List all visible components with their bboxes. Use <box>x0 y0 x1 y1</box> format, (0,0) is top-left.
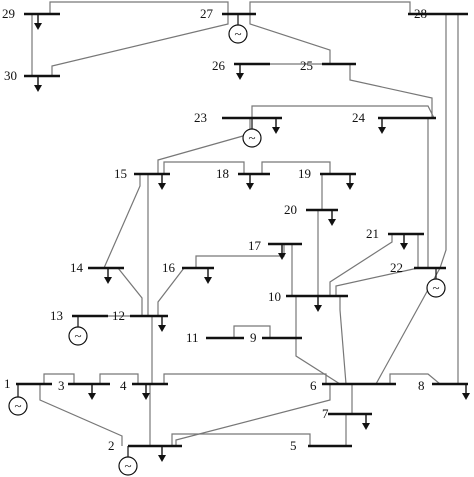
load-4-arrow-icon <box>142 393 150 400</box>
line-12-14 <box>117 267 143 316</box>
load-14-arrow-icon <box>104 277 112 284</box>
generator-27-icon <box>228 24 248 44</box>
load-26-arrow-icon <box>236 73 244 80</box>
bus-21-label: 21 <box>366 226 379 241</box>
generator-2-symbol: ~ <box>124 458 131 473</box>
line-1-3 <box>43 373 75 384</box>
load-19-arrow-icon <box>346 183 354 190</box>
line-23-24 <box>251 105 435 119</box>
bus-9-label: 9 <box>250 330 257 345</box>
load-29-arrow-icon <box>34 23 42 30</box>
bus-13-label: 13 <box>50 308 63 323</box>
bus-4-label: 4 <box>120 378 127 393</box>
line-15-18 <box>163 161 245 174</box>
load-8-arrow-icon <box>462 393 470 400</box>
line-12-16 <box>157 267 185 316</box>
bus-25-label: 25 <box>300 58 313 73</box>
line-28-27 <box>249 1 411 14</box>
generator-22-symbol: ~ <box>432 280 439 295</box>
bus-26-label: 26 <box>212 58 226 73</box>
load-18-arrow-icon <box>246 183 254 190</box>
bus-7-label: 7 <box>322 406 329 421</box>
generator-1-icon <box>8 396 28 416</box>
bus-11-label: 11 <box>186 330 199 345</box>
bus-1-label: 1 <box>4 376 11 391</box>
line-25-27 <box>249 14 331 64</box>
load-2-arrow-icon <box>158 455 166 462</box>
bus-10-label: 10 <box>268 289 281 304</box>
line-18-19 <box>261 161 331 174</box>
line-2-5 <box>171 433 311 446</box>
bus-23-label: 23 <box>194 110 207 125</box>
line-16-17 <box>195 244 285 268</box>
load-10-arrow-icon <box>314 305 322 312</box>
line-9-11 <box>233 325 271 338</box>
load-3-arrow-icon <box>88 393 96 400</box>
load-15-arrow-icon <box>158 183 166 190</box>
generator-22-icon <box>426 278 446 298</box>
line-27-29 <box>49 1 229 14</box>
line-27-30 <box>51 14 229 76</box>
bus-29-label: 29 <box>2 6 15 21</box>
line-14-15 <box>103 174 141 269</box>
load-23-arrow-icon <box>272 127 280 134</box>
line-6-10 <box>339 296 347 385</box>
load-12-arrow-icon <box>158 325 166 332</box>
bus-3-label: 3 <box>58 378 65 393</box>
bus-2-label: 2 <box>108 438 115 453</box>
line-4-6 <box>163 373 327 384</box>
bus-18-label: 18 <box>216 166 229 181</box>
load-7-arrow-icon <box>362 423 370 430</box>
line-1-2 <box>39 384 123 446</box>
bus-6-label: 6 <box>310 378 317 393</box>
bus-5-label: 5 <box>290 438 297 453</box>
load-30-arrow-icon <box>34 85 42 92</box>
bus-19-label: 19 <box>298 166 311 181</box>
line-10-22 <box>335 267 419 296</box>
bus-22-label: 22 <box>390 260 403 275</box>
bus-17-label: 17 <box>248 238 262 253</box>
generator-27-symbol: ~ <box>234 26 241 41</box>
bus-27-label: 27 <box>200 6 214 21</box>
line-24-25 <box>349 64 433 118</box>
bus-12-label: 12 <box>112 308 125 323</box>
bus-15-label: 15 <box>114 166 127 181</box>
load-21-arrow-icon <box>400 243 408 250</box>
generator-1-symbol: ~ <box>14 398 21 413</box>
bus-24-label: 24 <box>352 110 366 125</box>
load-24-arrow-icon <box>378 127 386 134</box>
line-2-6 <box>175 384 331 446</box>
load-16-arrow-icon <box>204 277 212 284</box>
bus-14-label: 14 <box>70 260 84 275</box>
generator-13-symbol: ~ <box>74 328 81 343</box>
load-20-arrow-icon <box>328 219 336 226</box>
generator-23-symbol: ~ <box>248 130 255 145</box>
generator-13-icon <box>68 326 88 346</box>
line-6-8 <box>389 373 441 385</box>
line-3-4 <box>99 373 139 384</box>
load-17-arrow-icon <box>278 253 286 260</box>
bus-16-label: 16 <box>162 260 176 275</box>
generator-23-icon <box>242 128 262 148</box>
bus-8-label: 8 <box>418 378 425 393</box>
bus-30-label: 30 <box>4 68 17 83</box>
line-6-9 <box>295 338 341 385</box>
line-6-28 <box>375 14 447 385</box>
bus-20-label: 20 <box>284 202 297 217</box>
line-10-21 <box>329 234 393 296</box>
line-15-23 <box>157 118 251 174</box>
bus-28-label: 28 <box>414 6 427 21</box>
generator-2-icon <box>118 456 138 476</box>
